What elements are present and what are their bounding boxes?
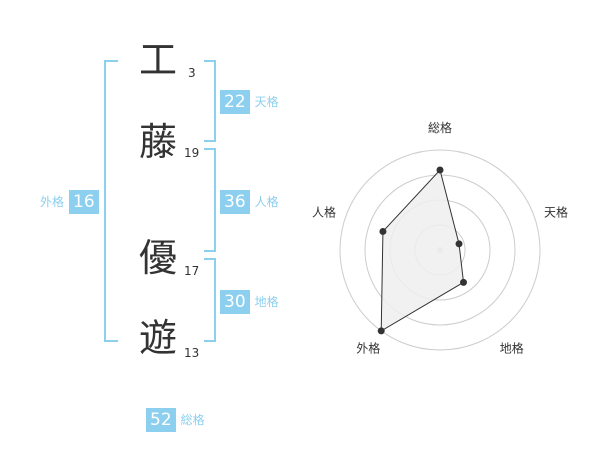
radar-axis-label-3: 地格 — [500, 341, 524, 356]
radar-axis-label-5: 人格 — [312, 204, 336, 219]
tenkaku-label: 天格 — [254, 95, 279, 109]
radar-axis-label-4: 外格 — [356, 341, 380, 356]
name-char-3: 優 — [138, 236, 177, 280]
radar-axis-label-1: 総格 — [428, 120, 452, 135]
gaikaku-value: 16 — [69, 190, 99, 214]
chikaku-bracket — [204, 258, 216, 342]
radar-polygon — [380, 168, 465, 332]
tenkaku-value: 22 — [220, 90, 250, 114]
tenkaku-badge: 22 天格 — [220, 90, 279, 114]
soukaku-label: 総格 — [180, 413, 205, 427]
chikaku-label: 地格 — [254, 295, 279, 309]
radar-axis-label-2: 天格 — [544, 204, 568, 219]
jinkaku-label: 人格 — [254, 195, 279, 209]
radar-point-3 — [460, 278, 468, 286]
stroke-count-2: 19 — [184, 146, 200, 160]
name-char-2: 藤 — [138, 120, 177, 164]
name-char-1: 工 — [138, 38, 177, 82]
radar-point-4 — [377, 327, 385, 335]
chikaku-value: 30 — [220, 290, 250, 314]
gaikaku-bracket — [104, 60, 118, 342]
name-char-4: 遊 — [138, 316, 177, 360]
stroke-count-4: 13 — [184, 346, 200, 360]
gaikaku-label: 外格 — [40, 195, 65, 209]
gaikaku-badge: 外格 16 — [40, 190, 99, 214]
radar-point-2 — [455, 240, 463, 248]
jinkaku-bracket — [204, 148, 216, 252]
radar-ring — [339, 149, 541, 351]
radar-point-5 — [379, 227, 387, 235]
tenkaku-bracket — [204, 60, 216, 142]
stroke-count-3: 17 — [184, 264, 200, 278]
soukaku-badge: 52 総格 — [146, 408, 205, 432]
soukaku-value: 52 — [146, 408, 176, 432]
chikaku-badge: 30 地格 — [220, 290, 279, 314]
stroke-count-1: 3 — [188, 66, 196, 80]
jinkaku-value: 36 — [220, 190, 250, 214]
radar-point-1 — [436, 166, 444, 174]
jinkaku-badge: 36 人格 — [220, 190, 279, 214]
